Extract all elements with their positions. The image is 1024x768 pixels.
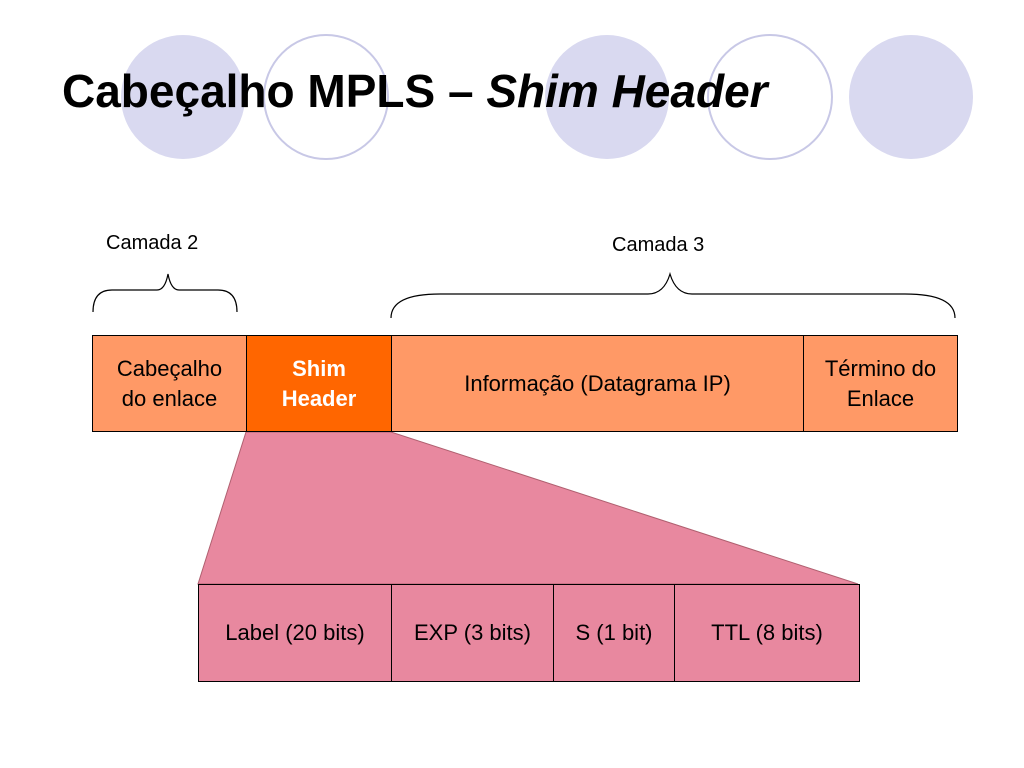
shim-header-cell: Shim Header bbox=[247, 336, 392, 431]
circle-3 bbox=[545, 35, 669, 159]
layer2-label: Camada 2 bbox=[106, 232, 199, 254]
circle-4 bbox=[707, 34, 833, 160]
layer3-brace bbox=[390, 271, 956, 319]
layer2-brace bbox=[92, 273, 238, 313]
shim-line2: Header bbox=[281, 385, 357, 411]
title-italic: Shim Header bbox=[486, 65, 768, 117]
field-s: S (1 bit) bbox=[554, 585, 675, 681]
payload-cell: Informação (Datagrama IP) bbox=[392, 336, 804, 431]
field-exp: EXP (3 bits) bbox=[392, 585, 554, 681]
shim-line1: Shim bbox=[292, 355, 346, 381]
circle-5 bbox=[849, 35, 973, 159]
layer3-label: Camada 3 bbox=[612, 234, 705, 256]
mpls-frame: Cabeçalho do enlace Shim Header Informaç… bbox=[92, 335, 958, 432]
link-header-cell: Cabeçalho do enlace bbox=[93, 336, 247, 431]
page-title: Cabeçalho MPLS – Shim Header bbox=[62, 66, 768, 117]
field-ttl: TTL (8 bits) bbox=[711, 620, 823, 645]
circle-2 bbox=[263, 34, 389, 160]
trailer-line2: Enlace bbox=[846, 385, 915, 411]
trailer-cell: Término do Enlace bbox=[804, 336, 957, 431]
field-label: Label (20 bits) bbox=[199, 585, 392, 681]
shim-expansion-shape bbox=[197, 431, 859, 585]
shim-fields: Label (20 bits) EXP (3 bits) S (1 bit) T… bbox=[198, 584, 860, 682]
link-header-line1: Cabeçalho bbox=[116, 355, 223, 381]
link-header-line2: do enlace bbox=[121, 385, 218, 411]
trailer-line1: Término do bbox=[824, 355, 937, 381]
title-main: Cabeçalho MPLS – bbox=[62, 65, 487, 117]
payload-label: Informação (Datagrama IP) bbox=[464, 370, 731, 396]
circle-1 bbox=[121, 35, 245, 159]
